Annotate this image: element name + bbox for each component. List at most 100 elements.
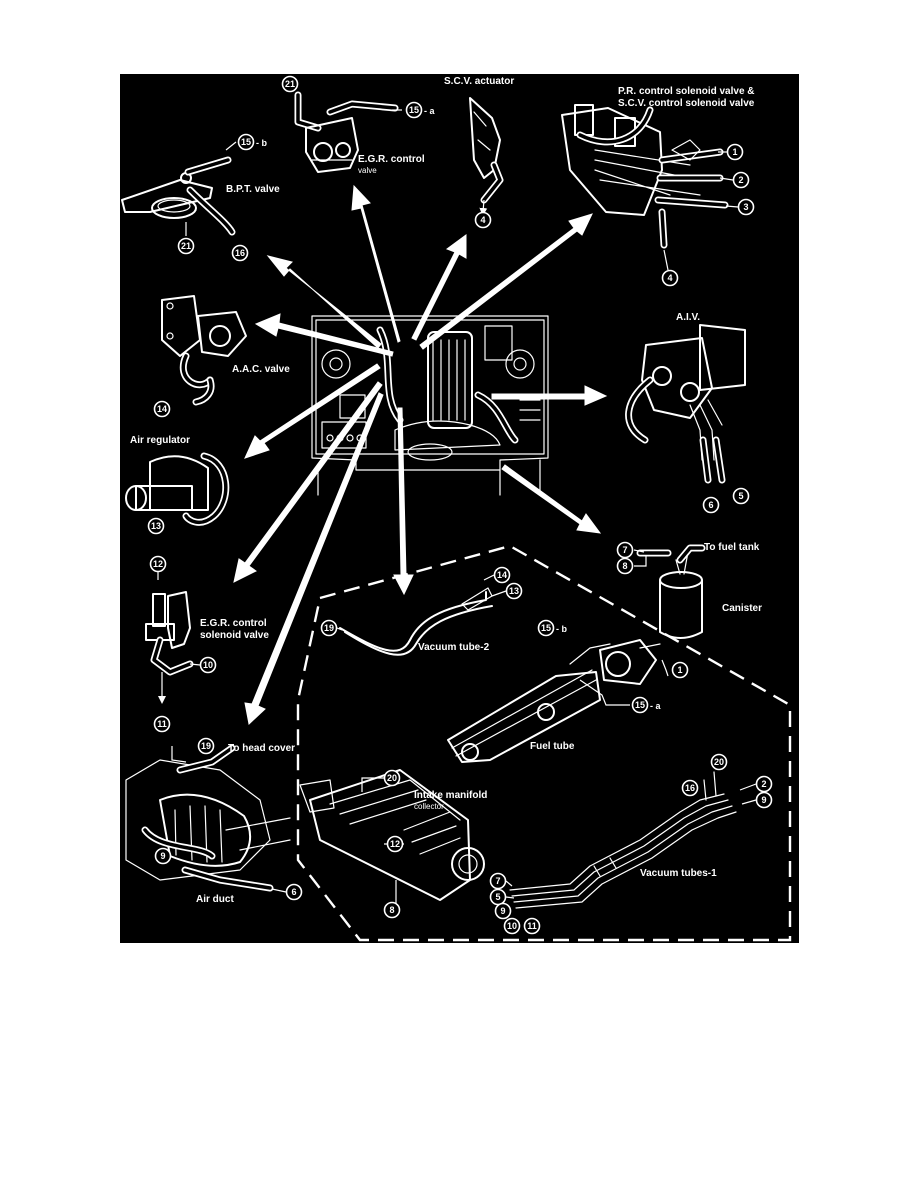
- label-to-head-cover: To head cover: [228, 743, 295, 754]
- callout-8-intake: 8: [383, 901, 401, 919]
- callout-15b-fuel-tube: 15: [537, 619, 555, 637]
- callout-leaders: [189, 109, 757, 899]
- label-air-regulator: Air regulator: [130, 435, 190, 446]
- callout-9-vacuum-tubes-1-bottom: 9: [494, 902, 512, 920]
- callout-5-aiv: 5: [732, 487, 750, 505]
- callout-15b-fuel-tube-suffix: - b: [556, 624, 567, 634]
- callout-12-intake: 12: [386, 835, 404, 853]
- callout-15a-egr: 15: [405, 101, 423, 119]
- callout-15b-bpt-suffix: - b: [256, 138, 267, 148]
- callout-6-air-duct: 6: [285, 883, 303, 901]
- callout-7-canister: 7: [616, 541, 634, 559]
- svg-text:20: 20: [714, 757, 724, 767]
- callout-13-vacuum-tube-2: 13: [505, 582, 523, 600]
- callout-6-aiv: 6: [702, 496, 720, 514]
- pointer-arrows: [233, 184, 608, 725]
- svg-text:14: 14: [157, 404, 167, 414]
- callout-9-vacuum-tubes-1-top: 9: [755, 791, 773, 809]
- callout-19-vacuum-tube-2: 19: [320, 619, 338, 637]
- label-egr-valve-line1: E.G.R. control: [358, 154, 425, 165]
- aiv: [625, 324, 746, 484]
- svg-text:2: 2: [761, 779, 766, 789]
- pr-control-solenoid-valve: [561, 104, 729, 249]
- callout-15a-egr-suffix: - a: [424, 106, 435, 116]
- label-air-duct: Air duct: [196, 894, 234, 905]
- label-scv-actuator: S.C.V. actuator: [444, 76, 514, 87]
- callout-8-canister: 8: [616, 557, 634, 575]
- label-egr-solenoid-line1: E.G.R. control: [200, 618, 267, 629]
- text-labels: S.C.V. actuator P.R. control solenoid va…: [130, 76, 762, 905]
- callout-19-air-duct: 19: [197, 737, 215, 755]
- label-fuel-tube: Fuel tube: [530, 741, 575, 752]
- label-vacuum-tube-2: Vacuum tube-2: [418, 642, 490, 653]
- svg-text:10: 10: [507, 921, 517, 931]
- svg-text:21: 21: [181, 241, 191, 251]
- svg-text:6: 6: [291, 887, 296, 897]
- callout-4-pr: 4: [661, 269, 679, 287]
- callout-1-pr: 1: [726, 143, 744, 161]
- svg-text:15: 15: [409, 105, 419, 115]
- callout-12-egr-solenoid: 12: [149, 555, 167, 573]
- svg-text:5: 5: [495, 892, 500, 902]
- svg-text:14: 14: [497, 570, 507, 580]
- callout-13-air-regulator: 13: [147, 517, 165, 535]
- callout-7-vacuum-tubes-1: 7: [489, 872, 507, 890]
- svg-text:1: 1: [677, 665, 682, 675]
- svg-text:4: 4: [667, 273, 672, 283]
- svg-text:1: 1: [732, 147, 737, 157]
- bpt-valve: [121, 156, 236, 236]
- egr-control-valve: [294, 91, 399, 173]
- svg-text:13: 13: [151, 521, 161, 531]
- callout-11-egr-solenoid: 11: [153, 715, 171, 733]
- svg-text:21: 21: [285, 79, 295, 89]
- label-pr-solenoid-line2: S.C.V. control solenoid valve: [618, 98, 755, 109]
- svg-text:15: 15: [241, 137, 251, 147]
- arrow-air-regulator: [244, 363, 381, 459]
- callout-15a-fuel-tube: 15: [631, 696, 649, 714]
- callout-11-vacuum-tubes-1: 11: [523, 917, 541, 935]
- arrow-head-cover: [244, 392, 384, 725]
- arrow-pr-solenoid: [419, 213, 593, 350]
- label-egr-valve-line2: valve: [358, 166, 377, 175]
- callout-5-vacuum-tubes-1: 5: [489, 888, 507, 906]
- callout-14-vacuum-tube-2: 14: [493, 566, 511, 584]
- callout-9-air-duct: 9: [154, 847, 172, 865]
- label-intake-line2: collector: [414, 802, 444, 811]
- svg-text:5: 5: [738, 491, 743, 501]
- vacuum-tubes-1: [509, 771, 737, 909]
- egr-solenoid-valve: [145, 562, 194, 704]
- svg-text:7: 7: [495, 876, 500, 886]
- svg-text:10: 10: [203, 660, 213, 670]
- svg-text:16: 16: [685, 783, 695, 793]
- engine-bay: [311, 315, 549, 496]
- svg-text:15: 15: [541, 623, 551, 633]
- number-callouts: 21 15 - a 4 15 - b 21 16 1 2 3 4 14 13 6…: [147, 75, 773, 935]
- callout-21-bpt: 21: [177, 237, 195, 255]
- callout-10-vacuum-tubes-1: 10: [503, 917, 521, 935]
- arrow-egr-valve: [351, 184, 401, 343]
- callout-2-vacuum-tubes-1: 2: [755, 775, 773, 793]
- svg-text:9: 9: [761, 795, 766, 805]
- arrow-canister: [501, 464, 602, 534]
- svg-text:4: 4: [480, 215, 485, 225]
- label-egr-solenoid-line2: solenoid valve: [200, 630, 269, 641]
- callout-16-vacuum-tubes-1: 16: [681, 779, 699, 797]
- label-to-fuel-tank: To fuel tank: [704, 542, 760, 553]
- arrow-scv: [411, 234, 467, 341]
- arrow-egr-solenoid: [233, 381, 383, 583]
- svg-text:6: 6: [708, 500, 713, 510]
- dashed-region-border: [296, 544, 792, 942]
- label-aiv: A.I.V.: [676, 312, 700, 323]
- canister: [636, 544, 706, 639]
- svg-text:3: 3: [743, 202, 748, 212]
- svg-text:8: 8: [389, 905, 394, 915]
- svg-text:7: 7: [622, 545, 627, 555]
- callout-20-vacuum-tubes-1: 20: [710, 753, 728, 771]
- callout-3-pr: 3: [737, 198, 755, 216]
- label-canister: Canister: [722, 603, 762, 614]
- svg-text:12: 12: [390, 839, 400, 849]
- callout-14-aac: 14: [153, 400, 171, 418]
- label-aac-valve: A.A.C. valve: [232, 364, 290, 375]
- callout-1-fuel-tube: 1: [671, 661, 689, 679]
